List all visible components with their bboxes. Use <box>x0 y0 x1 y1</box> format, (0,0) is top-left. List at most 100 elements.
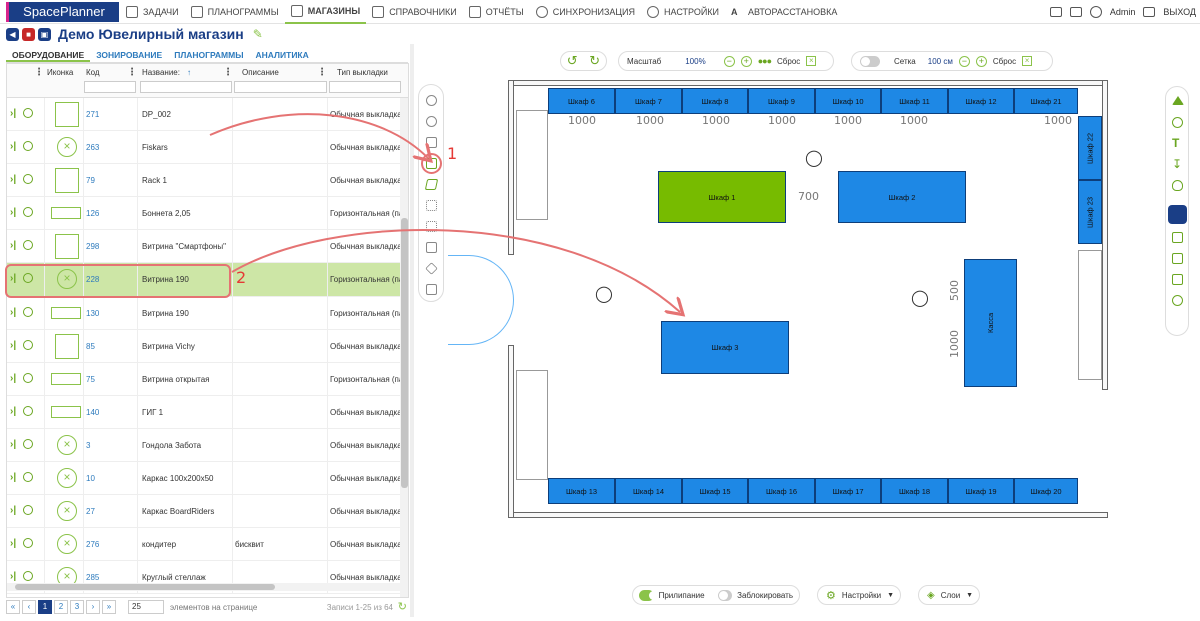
place-on-plan-icon[interactable]: ›| <box>10 207 17 219</box>
row-code[interactable]: 298 <box>86 242 100 252</box>
col-icon[interactable]: Иконка <box>47 68 74 77</box>
nav-sync[interactable]: СИНХРОНИЗАЦИЯ <box>530 0 641 24</box>
rotate-left-icon[interactable] <box>426 95 437 106</box>
add-box-icon[interactable] <box>426 242 437 253</box>
shelf-19[interactable]: Шкаф 19 <box>948 478 1014 504</box>
grid-decrease-icon[interactable]: − <box>958 55 970 67</box>
row-code[interactable]: 276 <box>86 540 100 550</box>
desc-filter-input[interactable] <box>234 81 327 93</box>
shelf-14[interactable]: Шкаф 14 <box>615 478 682 504</box>
grid-vertical-scrollbar[interactable] <box>400 98 408 597</box>
shelf-16[interactable]: Шкаф 16 <box>748 478 815 504</box>
text-icon[interactable]: T <box>1172 136 1180 150</box>
camera-icon[interactable]: ◯ <box>595 286 613 303</box>
nav-reports[interactable]: ОТЧЁТЫ <box>463 0 530 24</box>
user-name[interactable]: Admin <box>1109 7 1136 17</box>
search-icon[interactable] <box>23 472 33 483</box>
search-icon[interactable] <box>23 207 33 218</box>
column-menu-icon[interactable]: ⋮ <box>127 67 137 78</box>
row-code[interactable]: 75 <box>86 374 95 384</box>
search-icon[interactable] <box>23 405 33 416</box>
panel-splitter[interactable] <box>410 44 414 617</box>
cashier-desk[interactable]: Касса <box>964 259 1017 387</box>
row-code[interactable]: 285 <box>86 573 100 583</box>
row-code[interactable]: 271 <box>86 110 100 119</box>
place-on-plan-icon[interactable]: ›| <box>10 108 17 119</box>
search-icon[interactable] <box>23 273 33 284</box>
layer-a-icon[interactable] <box>1172 253 1183 264</box>
search-icon[interactable] <box>23 141 33 152</box>
shelf-13[interactable]: Шкаф 13 <box>548 478 615 504</box>
sort-asc-icon[interactable]: ↑ <box>187 68 191 77</box>
search-icon[interactable] <box>23 538 33 549</box>
layer-c-icon[interactable] <box>1172 274 1183 285</box>
shelf-11[interactable]: Шкаф 11 <box>881 88 948 114</box>
tab-zoning[interactable]: ЗОНИРОВАНИЕ <box>96 50 163 60</box>
refresh-icon[interactable]: ↻ <box>397 601 407 613</box>
nav-references[interactable]: СПРАВОЧНИКИ <box>366 0 463 24</box>
nav-tasks[interactable]: ЗАДАЧИ <box>120 0 185 24</box>
shelf-9[interactable]: Шкаф 9 <box>748 88 815 114</box>
download-icon[interactable]: ↧ <box>1172 157 1183 171</box>
shelf-2[interactable]: Шкаф 2 <box>838 171 966 223</box>
per-page-select[interactable]: 25 <box>128 600 164 614</box>
search-icon[interactable] <box>23 505 33 516</box>
shelf-1[interactable]: Шкаф 1 <box>658 171 786 223</box>
back-button[interactable]: ◀ <box>6 27 19 41</box>
copy-icon[interactable] <box>426 137 437 148</box>
shelf-12[interactable]: Шкаф 12 <box>948 88 1014 114</box>
shelf-17[interactable]: Шкаф 17 <box>815 478 881 504</box>
tab-planograms[interactable]: ПЛАНОГРАММЫ <box>174 50 244 60</box>
scroll-thumb[interactable] <box>15 584 275 590</box>
place-on-plan-icon[interactable]: ›| <box>10 438 17 450</box>
active-layer-icon[interactable] <box>1168 205 1187 224</box>
place-on-plan-icon[interactable]: ›| <box>10 538 17 550</box>
layers-icon[interactable] <box>425 262 438 275</box>
trash-icon[interactable] <box>426 284 437 295</box>
zoom-out-icon[interactable]: − <box>723 55 735 67</box>
mail-icon[interactable] <box>1049 7 1062 17</box>
grid-reset-button[interactable]: × <box>1022 56 1033 66</box>
name-filter-input[interactable] <box>140 81 232 93</box>
shelf-3[interactable]: Шкаф 3 <box>661 321 789 374</box>
place-on-plan-icon[interactable]: ›| <box>10 405 17 417</box>
fire-icon[interactable] <box>1172 180 1183 191</box>
shelf-10[interactable]: Шкаф 10 <box>815 88 881 114</box>
settings-dropdown[interactable]: ⚙ Настройки ▼ <box>817 585 901 605</box>
shelf-21[interactable]: Шкаф 21 <box>1014 88 1078 114</box>
polygon-icon[interactable] <box>424 179 439 190</box>
place-on-plan-icon[interactable]: ›| <box>10 306 17 318</box>
layer-b-icon[interactable] <box>1172 232 1183 243</box>
row-code[interactable]: 10 <box>86 474 95 484</box>
prev-page-button[interactable]: ‹ <box>22 600 36 614</box>
search-icon[interactable] <box>23 571 33 582</box>
undo-icon[interactable]: ↺ <box>566 53 578 68</box>
place-on-plan-icon[interactable]: ›| <box>10 571 17 583</box>
column-menu-icon[interactable]: ⋮ <box>223 67 233 78</box>
last-page-button[interactable]: » <box>102 600 116 614</box>
floor-plan[interactable]: 1000 1000 1000 1000 1000 1000 1000 700 5… <box>448 80 1118 520</box>
row-code[interactable]: 263 <box>86 143 100 153</box>
col-name[interactable]: Название: <box>142 68 180 77</box>
save-button[interactable]: ■ <box>22 27 35 41</box>
place-on-plan-icon[interactable]: ›| <box>10 273 17 285</box>
logout-button[interactable]: ВЫХОД <box>1163 7 1196 17</box>
rotate-right-icon[interactable] <box>426 116 437 127</box>
page-1-button[interactable]: 1 <box>38 600 52 614</box>
next-page-button[interactable]: › <box>86 600 100 614</box>
tab-analytics[interactable]: АНАЛИТИКА <box>255 50 309 60</box>
shelf-20[interactable]: Шкаф 20 <box>1014 478 1078 504</box>
layer-d-icon[interactable] <box>1172 295 1183 306</box>
column-menu-icon[interactable]: ⋮ <box>317 67 327 78</box>
place-on-plan-icon[interactable]: ›| <box>10 339 17 351</box>
lock-toggle[interactable] <box>717 589 733 601</box>
